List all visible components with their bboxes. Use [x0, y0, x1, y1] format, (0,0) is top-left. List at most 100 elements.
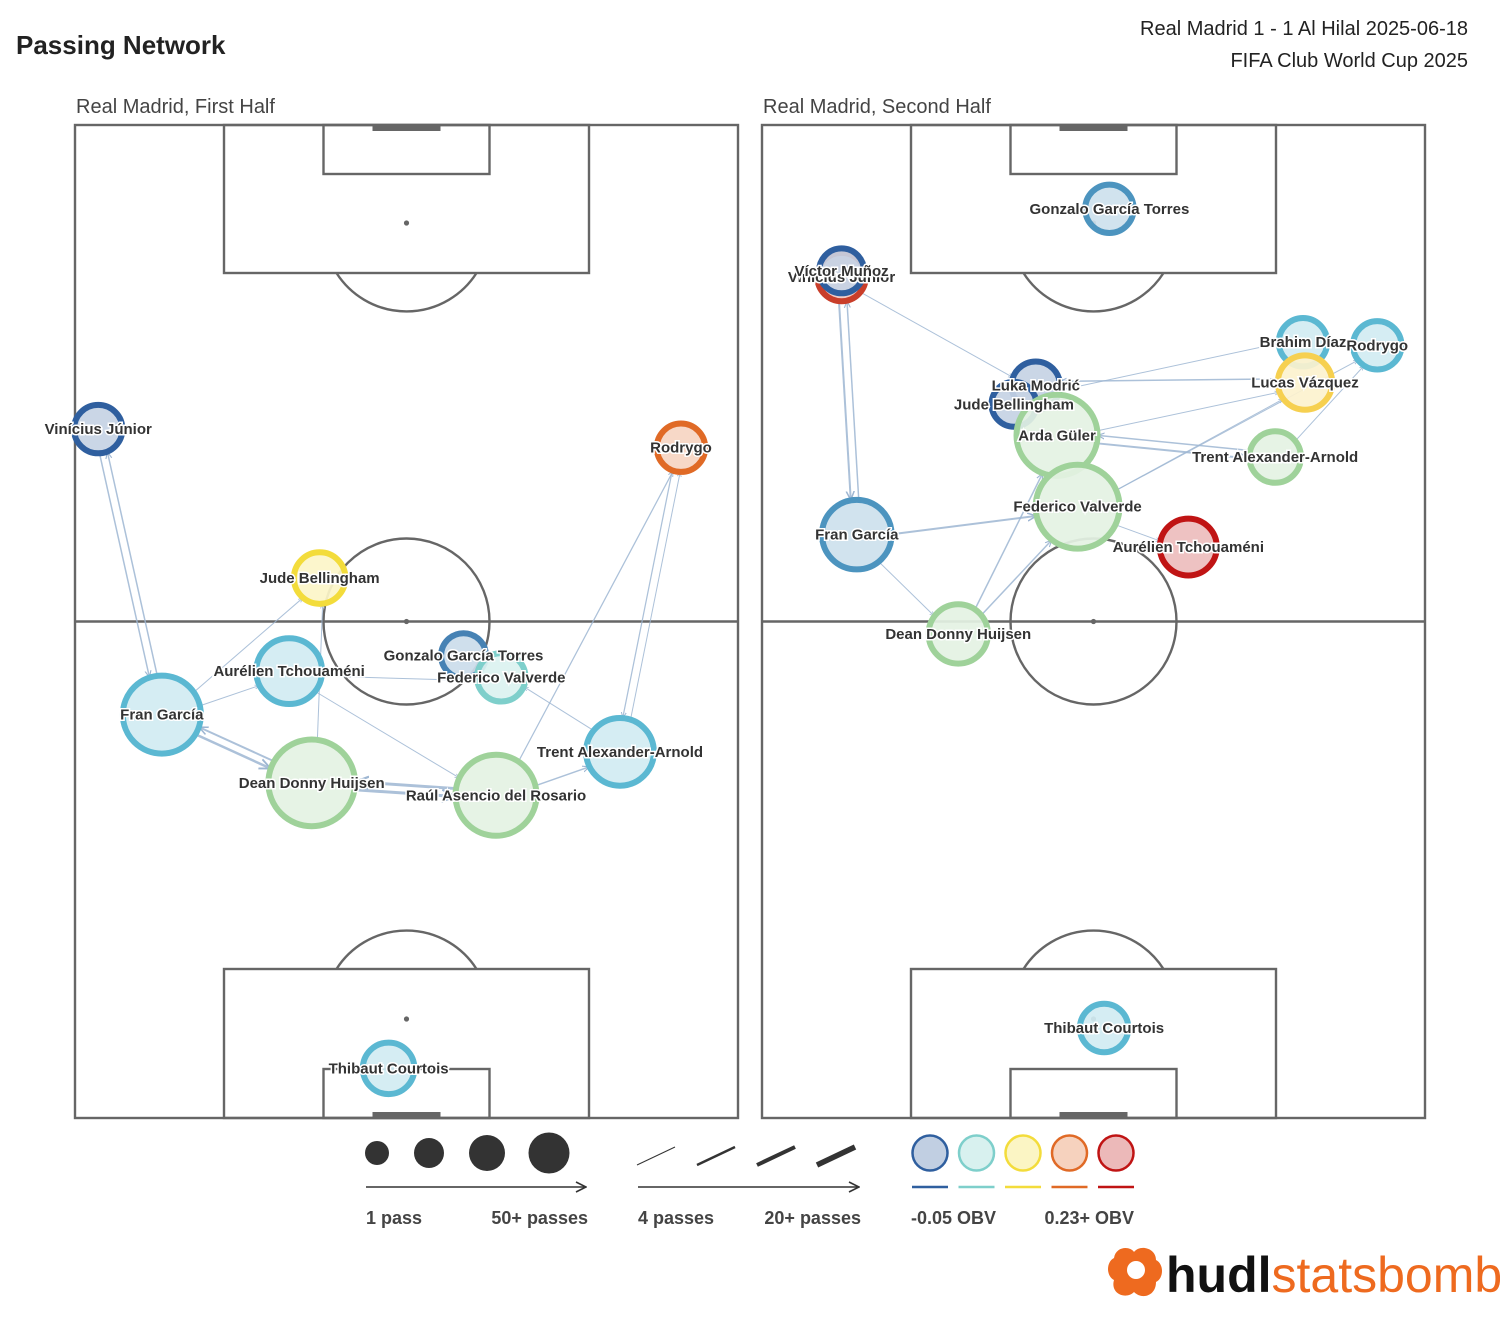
player-label: Vinícius Júnior [45, 421, 152, 438]
statsbomb-logo-icon [1108, 1247, 1162, 1297]
player-node [819, 496, 895, 573]
logo-text-statsbomb: statsbomb [1272, 1247, 1500, 1303]
player-label: Thibaut Courtois [1044, 1020, 1164, 1037]
pass-edge [1096, 442, 1249, 458]
centre-circle [322, 537, 491, 706]
player-label: Aurélien Tchouaméni [1113, 539, 1264, 556]
legend-width-line [636, 1146, 676, 1166]
six-yard-box-bottom [1009, 1067, 1178, 1120]
penalty-box-top [222, 123, 591, 275]
player-label: Gonzalo García Torres [384, 648, 544, 665]
legend-width-line [756, 1145, 796, 1167]
pass-edge [315, 691, 459, 778]
player-node [119, 672, 204, 757]
player-label: Aurélien Tchouaméni [213, 663, 364, 680]
penalty-arc-top [335, 272, 478, 313]
pass-edge [847, 301, 860, 500]
pass-edge [1097, 392, 1279, 432]
pass-edge [623, 470, 673, 718]
competition-title: FIFA Club World Cup 2025 [1230, 50, 1468, 72]
player-node [583, 714, 657, 789]
player-node [816, 245, 867, 297]
player-node [1082, 181, 1137, 236]
penalty-box-bottom [222, 967, 591, 1120]
legend-edge-width [636, 1144, 857, 1168]
player-label: Vinícius Júnior [788, 269, 895, 286]
pitch-second-half [760, 123, 1427, 1120]
penalty-arc-bottom [1022, 929, 1165, 970]
pass-edge [193, 598, 303, 693]
player-label: Brahim Díaz [1260, 334, 1347, 351]
legend-size-min-label: 1 pass [366, 1208, 422, 1228]
legend-obv-colors [911, 1134, 1135, 1189]
player-node [359, 1039, 418, 1098]
pitch-first-half [73, 123, 740, 1120]
player-label: Federico Valverde [1013, 499, 1141, 516]
pass-edge [1035, 342, 1279, 395]
legend-obv-swatch [1004, 1134, 1042, 1172]
centre-spot [1090, 618, 1097, 625]
legend-obv-swatch [1097, 1134, 1135, 1172]
legend-obv-swatch [1050, 1134, 1089, 1172]
player-label: Federico Valverde [437, 669, 565, 686]
goal-top [1059, 125, 1128, 131]
player-node [1076, 1000, 1132, 1056]
player-node [474, 650, 529, 705]
player-label: Arda Güler [1018, 427, 1096, 444]
pass-edge [1295, 366, 1363, 442]
player-node [1350, 318, 1405, 373]
six-yard-box-top [322, 123, 491, 176]
penalty-spot-top [403, 220, 410, 226]
player-node [925, 601, 991, 667]
player-node [1274, 352, 1336, 413]
player-label: Rodrygo [1346, 337, 1408, 354]
match-title: Real Madrid 1 - 1 Al Hilal 2025-06-18 [1140, 18, 1468, 40]
player-node [1156, 515, 1220, 579]
pass-edges-first-half [98, 452, 681, 797]
player-label: Fran García [815, 527, 899, 544]
player-label: Gonzalo García Torres [1030, 201, 1190, 218]
player-node [71, 401, 126, 457]
player-label: Fran García [120, 707, 204, 724]
pass-edge [1116, 399, 1283, 491]
legend-obv-max-label: 0.23+ OBV [1044, 1208, 1134, 1228]
pass-edge [974, 473, 1044, 610]
pass-edge [98, 453, 150, 678]
player-label: Dean Donny Huijsen [885, 626, 1031, 643]
legend-width-min-label: 4 passes [638, 1208, 714, 1228]
penalty-spot-bottom [403, 1016, 410, 1022]
player-label: Luka Modrić [992, 378, 1080, 395]
player-node [1032, 461, 1123, 552]
pass-edge [837, 301, 851, 500]
hudl-statsbomb-logo: hudlstatsbomb [1108, 1247, 1500, 1303]
player-node [265, 736, 359, 830]
player-label: Rodrygo [650, 440, 712, 457]
pass-edge [518, 471, 674, 762]
player-node [1246, 428, 1304, 486]
pass-edge [321, 675, 477, 681]
legend-obv-swatch [911, 1134, 949, 1172]
pass-edge [355, 782, 456, 791]
six-yard-box-top [1009, 123, 1178, 176]
pass-edge [980, 540, 1051, 616]
pass-edge [1098, 435, 1251, 452]
legend: 1 pass 50+ passes 4 passes 20+ passes -0… [365, 1132, 1135, 1228]
pass-edge [107, 452, 159, 676]
player-label: Jude Bellingham [260, 570, 380, 587]
legend-obv-min-label: -0.05 OBV [911, 1208, 996, 1228]
legend-size-dot [528, 1132, 570, 1174]
player-label: Lucas Vázquez [1251, 375, 1359, 392]
player-label: Dean Donny Huijsen [239, 775, 385, 792]
centre-spot [403, 618, 410, 625]
player-node [290, 549, 349, 607]
pass-edge [1060, 379, 1278, 382]
svg-text:hudlstatsbomb: hudlstatsbomb [1166, 1247, 1500, 1303]
legend-width-line [815, 1144, 857, 1168]
player-label: Trent Alexander-Arnold [537, 744, 703, 761]
pass-edge [354, 788, 456, 797]
second-half-title: Real Madrid, Second Half [763, 96, 991, 118]
pass-edge [630, 472, 681, 720]
legend-width-line [696, 1145, 736, 1167]
legend-width-max-label: 20+ passes [764, 1208, 861, 1228]
